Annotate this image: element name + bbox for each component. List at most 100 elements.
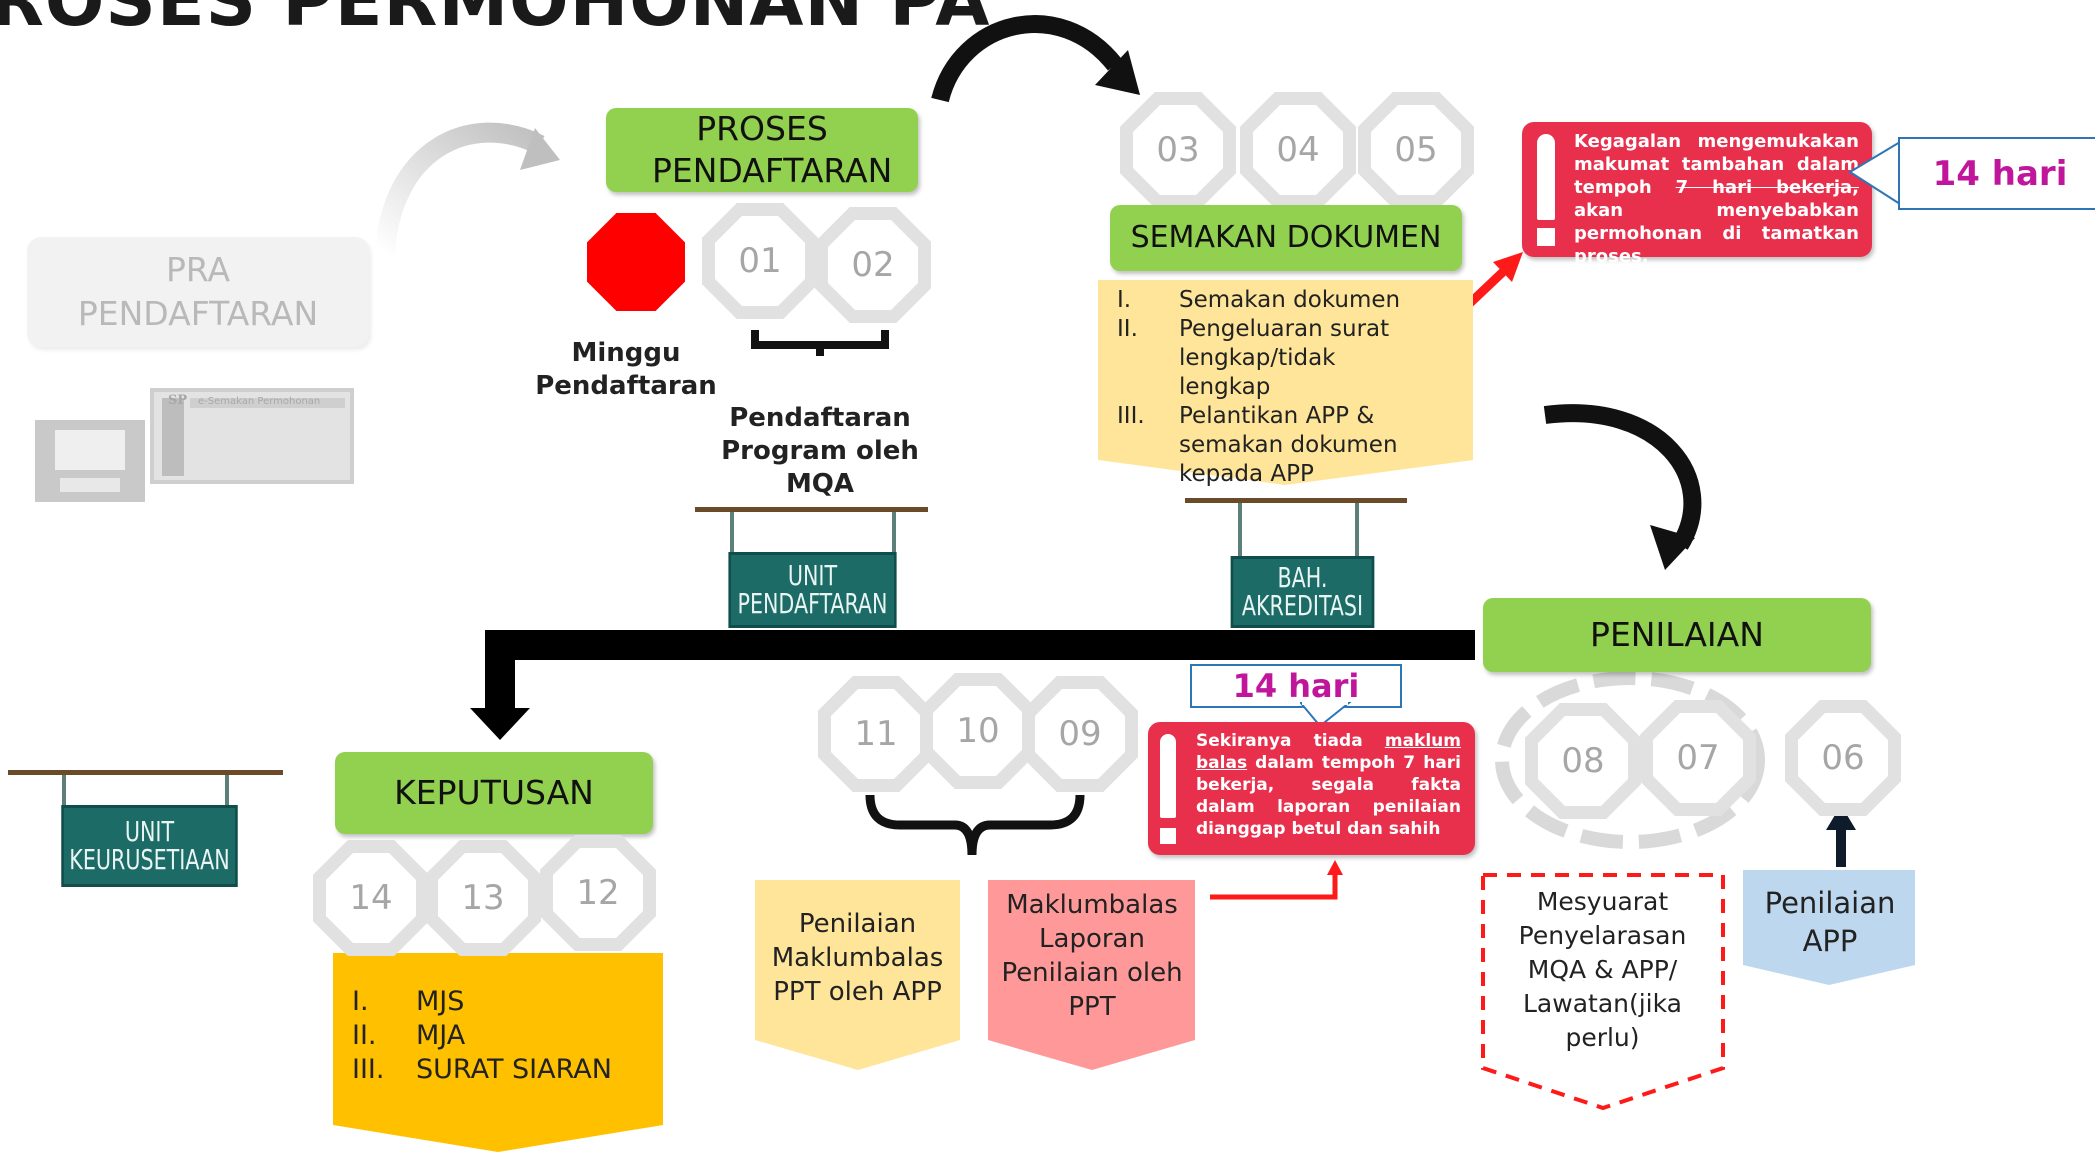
warning-box-top: Kegagalan mengemukakan makumat tambahan … (1522, 122, 1872, 267)
list-item: II. Pengeluaran surat lengkap/tidak lengk… (1117, 315, 1457, 402)
keputusan-box: KEPUTUSAN (335, 752, 653, 834)
maklumbalas-laporan-shape (988, 880, 1195, 1070)
step-04: 04 (1240, 92, 1356, 208)
step-number: 01 (715, 216, 805, 306)
penilaian-maklumbalas-shape (755, 880, 960, 1070)
stop-octagon-icon (587, 213, 685, 311)
list-text: SURAT SIARAN (416, 1054, 612, 1085)
callout-mid-label: 14 hari (1232, 667, 1360, 705)
list-num: II. (1117, 316, 1138, 342)
step-number: 14 (326, 853, 416, 943)
step-02: 02 (815, 207, 931, 323)
unit-pendaftaran-sign: UNIT PENDAFTARAN (728, 552, 897, 628)
exclamation-dot (1160, 828, 1176, 844)
sign-line1: UNIT (787, 559, 838, 592)
list-num: II. (352, 1020, 377, 1051)
step-03: 03 (1120, 92, 1236, 208)
list-item: II. MJA (352, 1019, 652, 1053)
screen-title: e-Semakan Permohonan (198, 396, 320, 407)
sign-line2: KEURUSETIAAN (69, 843, 230, 876)
up-arrow-head (1826, 805, 1856, 830)
list-item: III. Pelantikan APP & semakan dokumen kep… (1117, 402, 1457, 489)
exclamation-icon (1537, 134, 1555, 220)
exclamation-dot (1537, 228, 1555, 246)
step-number: 07 (1653, 713, 1743, 803)
exclamation-icon (1160, 734, 1176, 818)
list-text: MJS (416, 986, 465, 1017)
list-num: I. (1117, 287, 1132, 313)
minggu-pendaftaran-label: Minggu Pendaftaran (535, 338, 717, 401)
main-flow-bar (485, 630, 1475, 660)
proses-pendaftaran-label: PROSES PENDAFTARAN (652, 109, 893, 190)
list-num: I. (352, 986, 369, 1017)
sign-post (225, 775, 229, 807)
step-number: 12 (553, 848, 643, 938)
red-elbow-arrow (1210, 870, 1338, 900)
list-text: Pengeluaran surat lengkap/tidak lengkap (1179, 316, 1390, 400)
pra-curve-arrow (375, 122, 545, 256)
step-number: 04 (1253, 105, 1343, 195)
mesyuarat-label: Mesyuarat Penyelarasan MQA & APP/ Lawata… (1518, 887, 1687, 1052)
warning-mid-underlined: maklum balas (1196, 731, 1461, 773)
sign-post (1238, 503, 1242, 558)
sign-line2: PENDAFTARAN (737, 587, 888, 620)
warning-top-text-after: akan menyebabkan permohonan di tamatkan … (1574, 200, 1859, 267)
maklumbalas-laporan-label: Maklumbalas Laporan Penilaian oleh PPT (1001, 889, 1183, 1022)
right-curve-arrowhead (1650, 525, 1695, 570)
step-10: 10 (920, 673, 1036, 789)
red-elbow-arrowhead (1327, 860, 1343, 875)
list-item: I. Semakan dokumen (1117, 286, 1457, 315)
step-12: 12 (540, 835, 656, 951)
up-arrow-shaft (1836, 825, 1846, 867)
warning-box-mid: Sekiranya tiada maklum balas dalam tempo… (1148, 722, 1475, 855)
step-07: 07 (1640, 700, 1756, 816)
list-text: MJA (416, 1020, 466, 1051)
pendaftaran-program-label: Pendaftaran Program oleh MQA (721, 403, 919, 499)
step-11: 11 (818, 676, 934, 792)
warning-mid-text-after: dalam tempoh 7 hari bekerja, segala fakt… (1196, 753, 1461, 839)
step-05: 05 (1358, 92, 1474, 208)
list-item: I. MJS (352, 985, 652, 1019)
step-08: 08 (1525, 703, 1641, 819)
warning-mid-text-before: Sekiranya tiada (1196, 731, 1385, 751)
computer-icon (35, 388, 354, 502)
proses-pendaftaran-box: PROSES PENDAFTARAN (606, 108, 918, 192)
main-flow-arrowhead (470, 708, 530, 740)
penilaian-app-shape (1743, 870, 1915, 985)
step-01: 01 (702, 203, 818, 319)
keputusan-list: I. MJS II. MJA III. SURAT SIARAN (352, 985, 652, 1087)
sign-line2: AKREDITASI (1241, 589, 1364, 622)
list-item: III. SURAT SIARAN (352, 1053, 652, 1087)
step-number: 06 (1798, 713, 1888, 803)
pra-pendaftaran-box: PRA PENDAFTARAN (27, 237, 369, 347)
step-number: 10 (933, 686, 1023, 776)
list-num: III. (1117, 403, 1145, 429)
step-number: 08 (1538, 716, 1628, 806)
penilaian-box: PENILAIAN (1483, 598, 1871, 672)
list-text: Semakan dokumen (1179, 287, 1401, 313)
red-arrow-top-head (1493, 252, 1523, 282)
sign-line1: UNIT (124, 815, 175, 848)
step-13: 13 (425, 840, 541, 956)
bah-akreditasi-sign: BAH. AKREDITASI (1230, 556, 1375, 628)
mesyuarat-shape (1481, 873, 1725, 1111)
list-text: Pelantikan APP & semakan dokumen kepada … (1179, 403, 1398, 487)
unit-keurusetiaan-sign: UNIT KEURUSETIAAN (61, 805, 238, 887)
list-num: III. (352, 1054, 385, 1085)
penilaian-maklumbalas-label: Penilaian Maklumbalas PPT oleh APP (771, 908, 944, 1007)
warning-top-struck: 7 hari bekerja, (1675, 177, 1859, 198)
brace-middle (865, 794, 1085, 856)
dashed-ellipse (1495, 671, 1765, 849)
screen-brand: SP (168, 393, 187, 408)
callout-top-label: 14 hari (1932, 153, 2068, 194)
warning-top-text-before: Kegagalan mengemukakan makumat tambahan … (1574, 131, 1859, 198)
keputusan-pentagon-shape (333, 953, 663, 1152)
sign-post (892, 512, 896, 554)
callout-mid: 14 hari (1190, 664, 1402, 708)
right-curve-arrow (1543, 404, 1702, 550)
step-number: 11 (831, 689, 921, 779)
warning-top-text: Kegagalan mengemukakan makumat tambahan … (1574, 130, 1859, 268)
step-number: 03 (1133, 105, 1223, 195)
sign-bar-pendaftaran (695, 507, 928, 512)
